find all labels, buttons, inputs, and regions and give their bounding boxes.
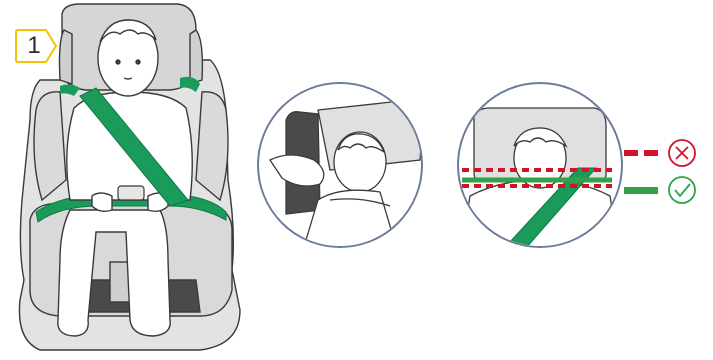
legend-right: [624, 177, 695, 203]
cross-circle-icon: [669, 140, 695, 166]
legend-wrong: [624, 140, 695, 166]
detail-circle-belt-height: [458, 83, 622, 260]
belt-buckle: [118, 186, 144, 200]
detail-circle-headrest-adjust: [258, 80, 422, 260]
check-circle-icon: [669, 177, 695, 203]
